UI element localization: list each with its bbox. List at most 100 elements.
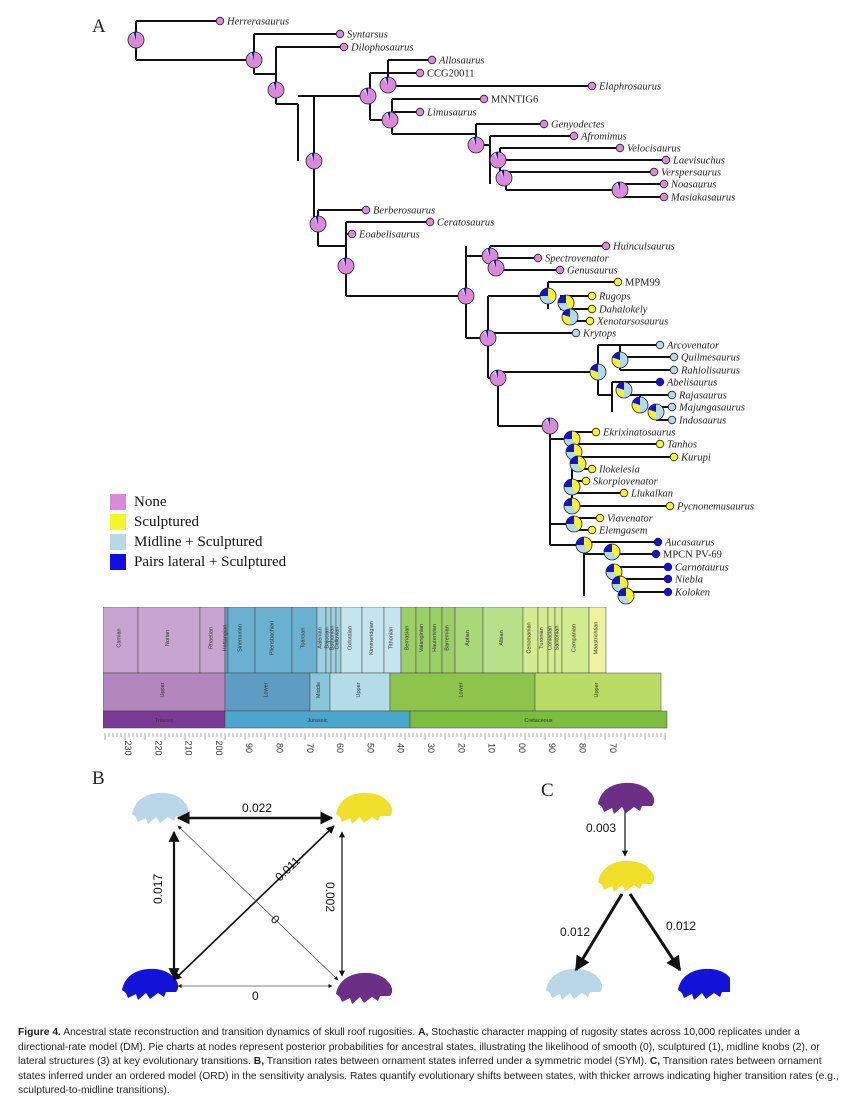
epoch-label: Upper: [356, 682, 362, 697]
legend-item-none: None: [110, 492, 286, 512]
sculptured-skull-icon: [598, 860, 655, 892]
taxon-label: Limusaurus: [426, 108, 477, 119]
taxon-label: Syntarsus: [347, 30, 388, 41]
stage-label: Hauterivian: [432, 624, 438, 652]
time-tick-label: 90: [244, 743, 254, 753]
taxon-label: Krytops: [582, 329, 616, 340]
period-label: Triassic: [155, 718, 174, 724]
ancestral-state-pie: [337, 257, 355, 275]
time-tick-label: 70: [305, 743, 315, 753]
taxon-label: Elaphrosaurus: [598, 82, 661, 93]
stage-label: Carnian: [117, 628, 123, 647]
ancestral-state-pie: [565, 515, 583, 533]
stage-label: Norian: [165, 630, 171, 646]
taxon-label: Aucasaurus: [664, 538, 715, 549]
legend-item-pairs: Pairs lateral + Sculptured: [110, 552, 286, 572]
epoch-cell: [329, 672, 391, 712]
time-tick-label: 30: [426, 743, 436, 753]
panel-a-letter: A: [92, 16, 106, 37]
tip-state-marker: [585, 316, 595, 326]
taxon-label: Berberosaurus: [373, 206, 435, 217]
tip-state-marker: [415, 107, 425, 117]
tip-state-marker: [649, 167, 659, 177]
ancestral-state-pie: [563, 497, 581, 515]
ancestral-state-pie: [127, 31, 145, 49]
time-tick-label: 200: [214, 740, 224, 755]
taxon-label: MPCN PV-69: [663, 550, 722, 561]
ancestral-state-pie: [487, 259, 505, 277]
ancestral-state-pie: [489, 369, 507, 387]
time-tick-label: 00: [517, 743, 527, 753]
caption-b-label: B,: [253, 1056, 265, 1068]
tip-state-marker: [661, 155, 671, 165]
legend-label: Sculptured: [134, 513, 199, 530]
tip-state-marker: [425, 217, 435, 227]
tip-state-marker: [539, 119, 549, 129]
ancestral-state-pie: [615, 381, 633, 399]
epoch-label: Lower: [264, 682, 270, 697]
period-cell: [409, 710, 668, 729]
tree-branch: [313, 161, 466, 297]
taxon-label: Xenotarsosaurus: [596, 317, 668, 328]
stage-label: Aalenian: [318, 627, 324, 648]
epoch-label: Middle: [316, 682, 322, 698]
taxon-label: Ekrixinatosaurus: [602, 428, 675, 439]
tip-state-marker: [581, 476, 591, 486]
pairs-skull-icon: [122, 968, 179, 1000]
tip-state-marker: [533, 253, 543, 263]
pairs-skull-icon: [678, 968, 730, 1000]
time-tick-label: 10: [487, 743, 497, 753]
ancestral-state-pie: [617, 587, 635, 605]
rate-label: 0.012: [666, 919, 696, 933]
tip-state-marker: [555, 265, 565, 275]
figure-caption: Figure 4. Ancestral state reconstruction…: [18, 1026, 840, 1099]
stage-cell: [103, 607, 139, 674]
panel-b-letter: B: [92, 768, 105, 789]
ancestral-state-pie: [647, 403, 665, 421]
tip-state-marker: [415, 68, 425, 78]
caption-c-label: C,: [649, 1056, 661, 1068]
time-tick-label: 90: [547, 743, 557, 753]
rate-label: 0.017: [151, 874, 165, 904]
taxon-label: Skorpiovenator: [593, 477, 659, 488]
legend-swatch: [110, 554, 126, 570]
stage-cell: [227, 607, 256, 674]
tip-state-marker: [215, 16, 225, 26]
tip-state-marker: [659, 192, 669, 202]
midline-skull-icon: [132, 792, 189, 824]
tip-state-marker: [669, 365, 679, 375]
taxon-label: MPM99: [625, 278, 660, 289]
rate-label: 0.012: [560, 925, 590, 939]
tip-state-marker: [651, 549, 661, 559]
taxon-label: Ilokelesia: [598, 465, 640, 476]
taxon-label: Majungasaurus: [678, 403, 745, 414]
caption-a-label: A,: [418, 1027, 429, 1038]
tip-state-marker: [569, 131, 579, 141]
time-tick-label: 60: [335, 743, 345, 753]
arrow-sculptured-midline: [574, 893, 624, 972]
ancestral-state-pie: [479, 329, 497, 347]
epoch-cell: [389, 672, 536, 712]
rate-label: 0.022: [242, 801, 272, 815]
taxon-label: Abelisaurus: [666, 378, 717, 389]
rate-label: 0: [252, 989, 259, 1003]
ancestral-state-pie: [309, 215, 327, 233]
tip-state-marker: [361, 205, 371, 215]
time-tick-label: 70: [608, 743, 618, 753]
tip-state-marker: [615, 143, 625, 153]
ancestral-state-pie: [611, 181, 629, 199]
rate-label: 0.011: [272, 854, 303, 885]
legend-label: None: [134, 493, 167, 510]
stage-label: Toarcian: [301, 628, 307, 649]
taxon-label: Noasaurus: [670, 180, 717, 191]
stage-cell: [454, 607, 484, 674]
ancestral-state-pie: [575, 536, 593, 554]
stage-label: Coniacian: [548, 626, 554, 650]
midline-skull-icon: [546, 968, 603, 1000]
stage-label: Campanian: [572, 624, 578, 652]
taxon-label: CCG20011: [427, 69, 474, 80]
stage-label: Sinemurian: [238, 624, 244, 652]
caption-intro: Ancestral state reconstruction and trans…: [60, 1027, 419, 1038]
tip-state-marker: [571, 328, 581, 338]
